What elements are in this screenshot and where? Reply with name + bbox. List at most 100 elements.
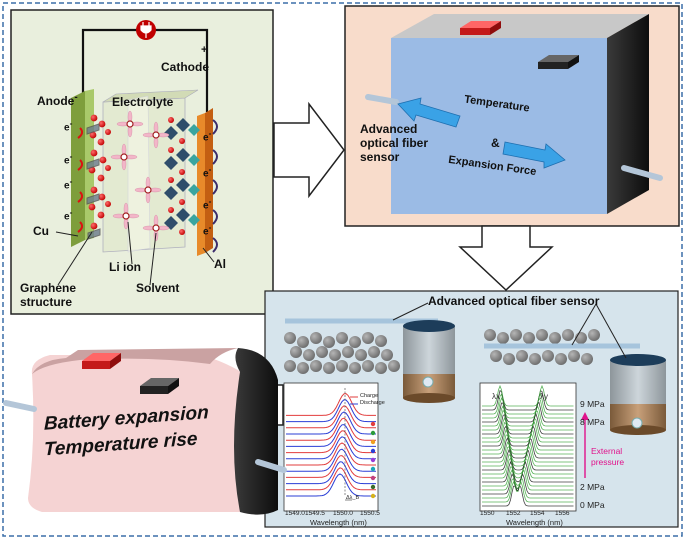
right-spectrum-line: [482, 428, 574, 451]
right-xlabel: Wavelength (nm): [506, 518, 563, 527]
anode-electron-arrows: [77, 127, 84, 233]
pressure-label: pressure: [591, 457, 625, 467]
right-spectrum-line: [482, 389, 574, 411]
right-spectrum-line: [482, 432, 574, 455]
right-xtick: 1554: [530, 510, 545, 517]
right-spectrum-line: [482, 472, 574, 495]
cathode-structure: [164, 117, 200, 235]
right-spectra: [482, 384, 574, 507]
right-spectrum-line: [482, 404, 574, 427]
anode-label: Anode-: [37, 92, 78, 108]
graphene-label: Graphene: [20, 281, 77, 295]
sensor-tube-right: [610, 354, 666, 435]
left-color-dots: [370, 421, 376, 499]
right-spectrum-line: [482, 425, 574, 447]
leader-lines: [55, 221, 215, 286]
graphene-label-2: structure: [20, 295, 73, 309]
left-color-dot: [370, 430, 376, 436]
electron-label: e-: [203, 164, 212, 180]
right-spectrum-line: [482, 448, 574, 471]
anode-sign: -: [74, 92, 78, 103]
battery-top-expanded: [32, 348, 238, 374]
electrolyte-label: Electrolyte: [112, 95, 174, 109]
panel3-title: Advanced optical fiber sensor: [428, 294, 600, 308]
right-xtick: 1556: [555, 510, 570, 517]
left-spectrum-line: [286, 411, 376, 435]
left-spectrum-line: [286, 455, 376, 478]
battery-front: [391, 38, 607, 214]
right-spectrum-line: [482, 384, 574, 407]
arrow-down: [458, 225, 554, 292]
lambda-x-label: λx: [492, 392, 500, 401]
left-spectrum-line: [286, 405, 376, 429]
left-spectrum-line: [286, 467, 376, 491]
sensor-label-line2: optical fiber: [360, 136, 429, 150]
ampersand-label: &: [491, 136, 500, 150]
left-spectrum-line: [286, 393, 376, 416]
pressure-label-2: 2 MPa: [580, 482, 605, 492]
electron-label: e-: [64, 118, 73, 134]
left-xlabel: Wavelength (nm): [310, 518, 367, 527]
right-spectrum-line: [482, 421, 574, 443]
right-spectrum-line: [482, 465, 574, 487]
external-label: External: [591, 446, 623, 456]
terminal-negative-expanded: [140, 378, 179, 394]
legend-discharge: Discharge: [360, 400, 385, 406]
sensor-label-line3: sensor: [360, 150, 400, 164]
fiber-right-expanded: [255, 459, 287, 473]
fiber-left-expanded: [3, 400, 37, 412]
left-spectrum-line: [286, 442, 376, 466]
expansion-arrow: [502, 141, 566, 169]
legend-left: [350, 396, 358, 405]
right-spectrum-line: [482, 393, 574, 415]
left-spectrum-line: [286, 436, 376, 460]
right-xtick: 1550: [480, 510, 495, 517]
cathode-label: Cathode: [161, 60, 209, 74]
right-spectrum-line: [482, 480, 574, 503]
left-xtick: 1549.5: [305, 510, 325, 517]
left-spectrum-line: [286, 448, 376, 472]
battery-side: [607, 14, 649, 214]
panel-expanded-battery: [3, 348, 287, 515]
left-color-dot: [370, 448, 376, 454]
electron-label: e-: [64, 151, 73, 167]
left-spectrum-line: [286, 417, 376, 441]
cathode-sign: +: [201, 44, 208, 56]
al-label: Al: [214, 257, 226, 271]
right-spectrum-line: [482, 452, 574, 475]
left-color-dot: [370, 421, 376, 427]
right-spectrum-line: [482, 478, 574, 499]
terminal-negative: [538, 55, 579, 69]
left-spectra: [286, 393, 376, 497]
temperature-arrow: [397, 97, 461, 128]
left-spectrum-line: [286, 461, 376, 485]
right-spectrum-line: [482, 484, 574, 507]
left-color-dot: [370, 475, 376, 481]
battery-top: [391, 14, 649, 38]
legend-charge: Charge: [360, 393, 379, 399]
terminal-positive-expanded: [82, 353, 121, 369]
left-color-dot: [370, 457, 376, 463]
sensor-label-line1: Advanced: [360, 122, 418, 136]
left-color-dot: [370, 493, 376, 499]
electron-label: e-: [64, 207, 73, 223]
left-color-dot: [370, 484, 376, 490]
cathode-electron-arrows: [212, 119, 218, 253]
battery-front-expanded: [28, 355, 240, 512]
electron-label: e-: [203, 128, 212, 144]
left-xtick: 1550.5: [360, 510, 380, 517]
right-spectrum-line: [482, 401, 574, 423]
battery-side-expanded: [234, 348, 278, 515]
sensor-tube-left: [403, 320, 455, 403]
electron-label: e-: [203, 196, 212, 212]
right-xtick: 1552: [506, 510, 521, 517]
left-spectrum-line: [286, 473, 376, 497]
pressure-label-9: 9 MPa: [580, 399, 605, 409]
right-spectrum-line: [482, 469, 574, 491]
left-color-dot: [370, 439, 376, 445]
li-ion-label: Li ion: [109, 260, 141, 274]
graphene-layers: [88, 114, 111, 230]
left-spectrum-line: [286, 424, 376, 447]
